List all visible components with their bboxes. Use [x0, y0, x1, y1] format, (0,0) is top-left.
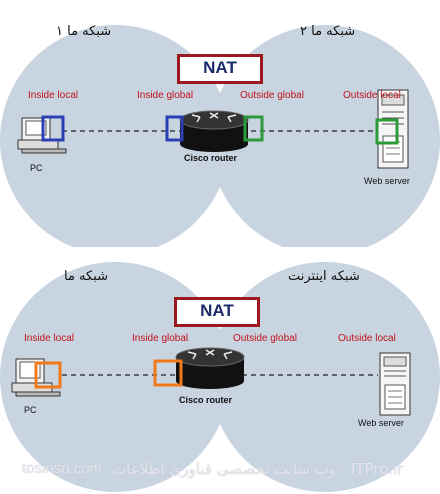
- nat-label: NAT: [174, 297, 260, 327]
- right-network-cloud: [210, 262, 440, 492]
- watermark-right: ITPro.ir - وب سایت تخصصی فناوری اطلاعات: [112, 460, 404, 478]
- right-network-label: شبکه اینترنت: [288, 269, 360, 284]
- server-icon: [377, 89, 409, 169]
- watermark-left: tosinso.com: [22, 460, 103, 477]
- router-icon: [179, 110, 249, 152]
- left-network-label: شبکه ما: [64, 269, 109, 284]
- diagram-2-graphic: [0, 262, 440, 492]
- nat-label: NAT: [177, 54, 263, 84]
- left-network-cloud: [0, 25, 230, 247]
- server-label: Web server: [364, 176, 410, 186]
- watermark: tosinso.com ITPro.ir - وب سایت تخصصی فنا…: [0, 460, 440, 490]
- server-label: Web server: [358, 418, 404, 428]
- outside-global-marker: [243, 115, 264, 142]
- nat-diagram-1: شبکه ما ۱ شبکه ما ۲ NAT Inside local Ins…: [0, 24, 440, 247]
- diagram-1-graphic: [0, 25, 440, 247]
- left-network-label: شبکه ما ۱: [56, 24, 112, 39]
- outside-local-marker: [375, 118, 399, 145]
- nat-diagram-2: شبکه ما شبکه اینترنت NAT Inside local In…: [0, 247, 440, 494]
- outside-global-label: Outside global: [233, 333, 297, 344]
- pc-label: PC: [30, 163, 43, 173]
- left-network-cloud: [0, 262, 230, 492]
- outside-local-label: Outside local: [338, 333, 396, 344]
- inside-local-label: Inside local: [24, 333, 75, 344]
- inside-local-marker: [34, 361, 62, 389]
- inside-local-marker: [41, 115, 65, 142]
- server-icon: [379, 352, 411, 416]
- right-network-cloud: [210, 25, 440, 247]
- right-network-label: شبکه ما ۲: [300, 24, 356, 39]
- pc-label: PC: [24, 405, 37, 415]
- inside-global-marker: [165, 115, 184, 142]
- inside-global-marker: [153, 359, 183, 387]
- inside-global-label: Inside global: [137, 90, 194, 101]
- inside-local-label: Inside local: [28, 90, 79, 101]
- inside-global-label: Inside global: [132, 333, 189, 344]
- outside-global-label: Outside global: [240, 90, 304, 101]
- router-label: Cisco router: [184, 153, 238, 163]
- outside-local-label: Outside local: [343, 90, 401, 101]
- router-icon: [175, 347, 245, 389]
- router-label: Cisco router: [179, 395, 233, 405]
